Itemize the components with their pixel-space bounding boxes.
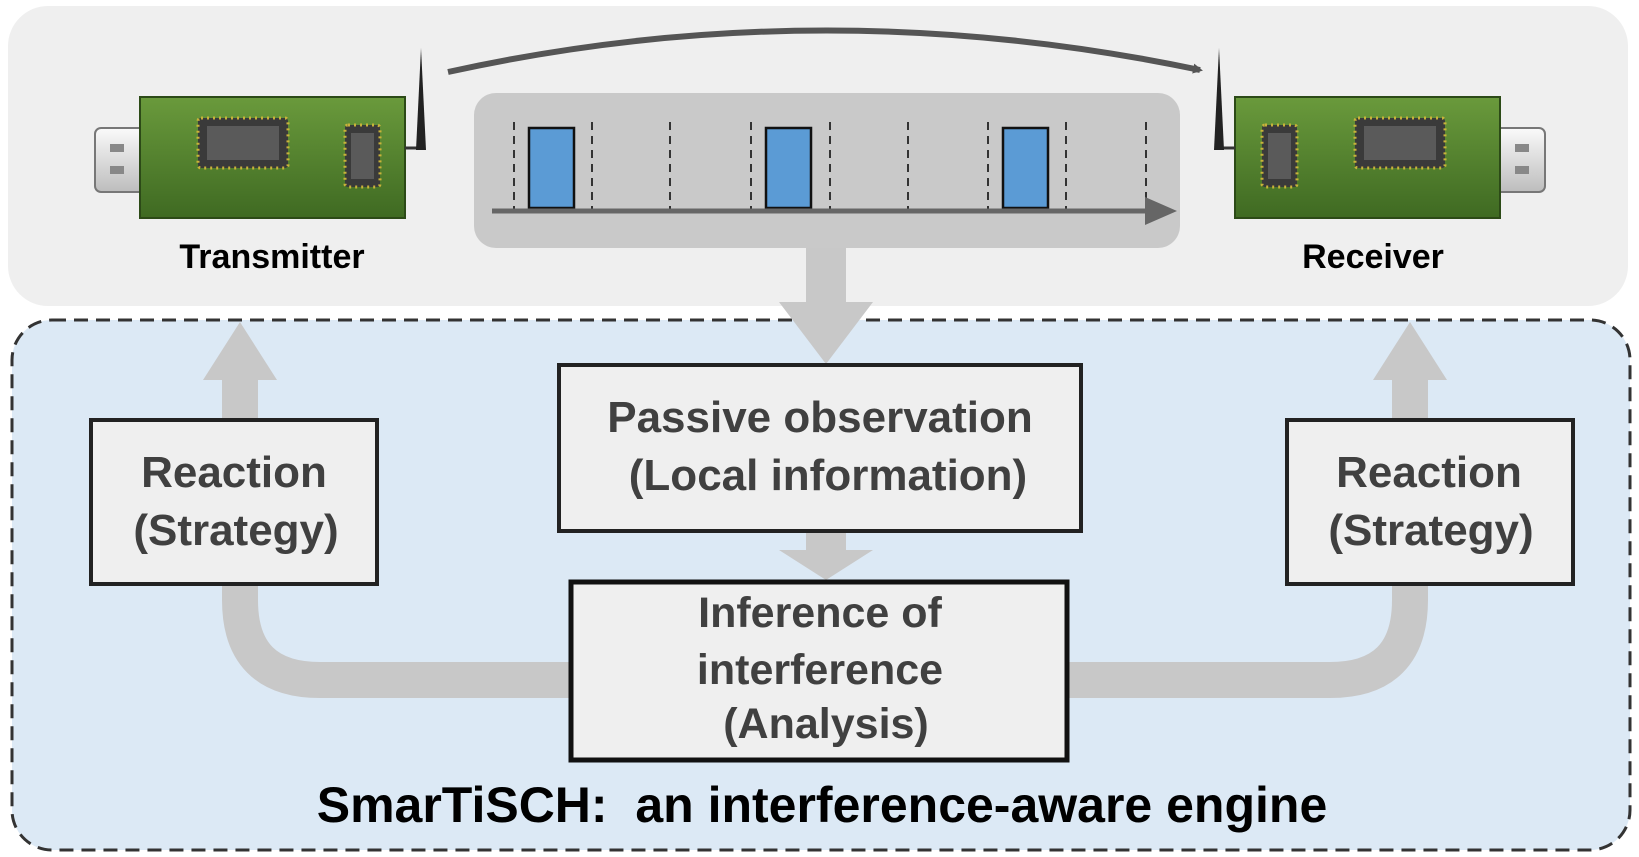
flow-arrow-observation bbox=[779, 248, 873, 364]
inference-line2: interference bbox=[697, 646, 943, 694]
observation-box bbox=[557, 363, 1083, 533]
receiver-icon bbox=[1214, 48, 1546, 219]
inference-line1: Inference of bbox=[698, 589, 942, 637]
inference-box bbox=[568, 579, 1070, 763]
receiver-label: Receiver bbox=[1302, 238, 1444, 276]
transmitter-label: Transmitter bbox=[179, 238, 364, 276]
timeslot-cell bbox=[764, 126, 813, 210]
feedback-arrow-left bbox=[222, 560, 570, 698]
time-axis-arrowhead bbox=[1145, 197, 1177, 225]
observation-line1: Passive observation bbox=[607, 393, 1033, 442]
observation-line2: (Local information) bbox=[629, 451, 1027, 500]
reaction-left-line2: (Strategy) bbox=[133, 506, 338, 555]
reaction-right-line2: (Strategy) bbox=[1328, 506, 1533, 555]
reaction-right-box bbox=[1285, 418, 1575, 586]
timeslot-cell bbox=[527, 126, 576, 210]
timeslot-cell bbox=[1001, 126, 1050, 210]
transmitter-icon bbox=[94, 48, 426, 219]
timeslot-dividers bbox=[513, 122, 1147, 210]
transmission-arc bbox=[447, 27, 1203, 75]
engine-caption: SmarTiSCH: an interference-aware engine bbox=[317, 777, 1328, 833]
timeslot-panel bbox=[474, 93, 1180, 248]
reaction-left-box bbox=[89, 418, 379, 586]
inference-line3: (Analysis) bbox=[723, 700, 929, 748]
feedback-arrow-right bbox=[1060, 560, 1428, 698]
up-arrow-left bbox=[203, 322, 277, 425]
reaction-left-line1: Reaction bbox=[141, 448, 327, 497]
up-arrow-right bbox=[1373, 322, 1447, 425]
flow-arrow-inference bbox=[779, 530, 873, 580]
reaction-right-line1: Reaction bbox=[1336, 448, 1522, 497]
